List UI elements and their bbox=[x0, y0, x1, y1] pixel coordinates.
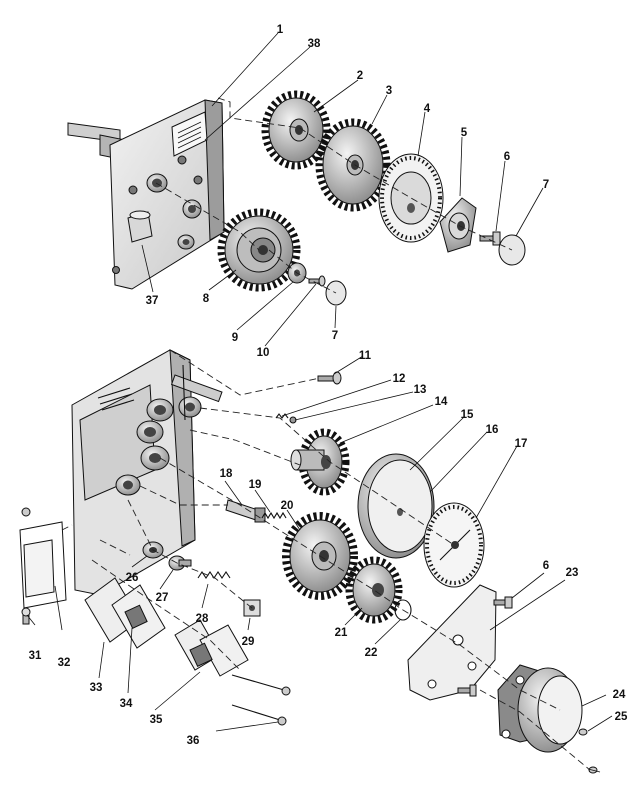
callout-3: 3 bbox=[386, 85, 392, 97]
callout-labels: 1 38 2 3 4 5 6 7 8 37 9 10 7 11 12 13 14… bbox=[29, 24, 628, 747]
callout-12: 12 bbox=[393, 373, 406, 385]
callout-13: 13 bbox=[414, 384, 427, 396]
bolts-36 bbox=[231, 674, 291, 726]
callout-19: 19 bbox=[249, 479, 262, 491]
callout-36: 36 bbox=[187, 735, 200, 747]
screw-11 bbox=[317, 371, 342, 385]
gear-14 bbox=[290, 428, 350, 496]
callout-32: 32 bbox=[58, 657, 71, 669]
knob-5 bbox=[439, 197, 477, 253]
callout-15: 15 bbox=[461, 409, 474, 421]
callout-28: 28 bbox=[196, 613, 209, 625]
callout-20: 20 bbox=[281, 500, 294, 512]
callout-17: 17 bbox=[515, 438, 528, 450]
callout-2: 2 bbox=[357, 70, 363, 82]
screws-25 bbox=[578, 728, 601, 774]
callout-14: 14 bbox=[435, 396, 448, 408]
callout-38: 38 bbox=[308, 38, 321, 50]
callout-4: 4 bbox=[424, 103, 431, 115]
gear-21 bbox=[345, 556, 403, 624]
lower-assembly bbox=[19, 349, 601, 774]
dial-4 bbox=[378, 153, 444, 243]
bracket-32 bbox=[19, 521, 67, 609]
front-plate bbox=[109, 99, 225, 290]
motor-24 bbox=[497, 664, 583, 753]
callout-7-upper: 7 bbox=[543, 179, 549, 191]
spring-19 bbox=[261, 511, 287, 520]
callout-5: 5 bbox=[461, 127, 468, 139]
switch-plates bbox=[84, 577, 249, 677]
callout-6-lower: 6 bbox=[543, 560, 549, 572]
main-frame bbox=[71, 349, 223, 596]
dial-16-17 bbox=[423, 502, 485, 588]
callout-26: 26 bbox=[126, 572, 139, 584]
callout-35: 35 bbox=[150, 714, 163, 726]
shaft-18 bbox=[225, 499, 266, 523]
screw-10 bbox=[308, 275, 326, 287]
callout-33: 33 bbox=[90, 682, 103, 694]
screw-6-upper bbox=[479, 231, 501, 246]
screw-6-lower bbox=[493, 596, 513, 609]
leader-lines bbox=[26, 32, 613, 732]
bolt-motor bbox=[457, 684, 477, 697]
upper-assembly bbox=[67, 90, 526, 306]
callout-6-upper: 6 bbox=[504, 151, 510, 163]
callout-37: 37 bbox=[146, 295, 159, 307]
callout-24: 24 bbox=[613, 689, 626, 701]
callout-23: 23 bbox=[566, 567, 579, 579]
callout-21: 21 bbox=[335, 627, 348, 639]
callout-16: 16 bbox=[486, 424, 499, 436]
callout-29: 29 bbox=[242, 636, 255, 648]
callout-8: 8 bbox=[203, 293, 210, 305]
callout-11: 11 bbox=[359, 350, 372, 362]
washer-22 bbox=[394, 599, 412, 621]
pin-27 bbox=[168, 555, 192, 571]
callout-18: 18 bbox=[220, 468, 233, 480]
callout-22: 22 bbox=[365, 647, 378, 659]
spring-12 bbox=[275, 413, 289, 419]
callout-7-lower: 7 bbox=[332, 330, 338, 342]
callout-34: 34 bbox=[120, 698, 133, 710]
gear-3 bbox=[315, 118, 391, 212]
callout-10: 10 bbox=[257, 347, 270, 359]
callout-25: 25 bbox=[615, 711, 628, 723]
callout-9: 9 bbox=[232, 332, 238, 344]
mounting-plate-23 bbox=[407, 584, 497, 701]
callout-1: 1 bbox=[277, 24, 284, 36]
screw-31 bbox=[21, 507, 31, 625]
callout-31: 31 bbox=[29, 650, 42, 662]
gear-2 bbox=[261, 90, 331, 170]
callout-27: 27 bbox=[156, 592, 169, 604]
